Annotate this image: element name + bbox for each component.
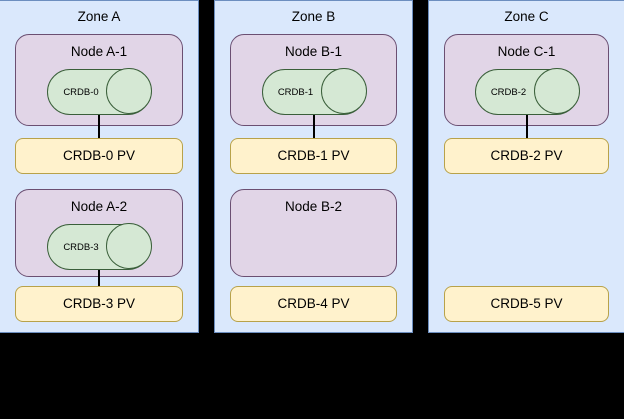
pv-label-crdb-4: CRDB-4 PV [277,296,350,311]
connector-line-crdb-2 [525,115,528,142]
node-label-c-1: Node C-1 [497,44,556,59]
node-box-b-2[interactable]: Node B-2 [230,189,397,277]
database-cylinder-crdb-2[interactable]: CRDB-2 [474,68,580,115]
database-cylinder-crdb-1[interactable]: CRDB-1 [261,68,367,115]
cylinder-cap-icon [106,68,152,114]
pv-box-crdb-2[interactable]: CRDB-2 PV [444,138,609,174]
pv-label-crdb-0: CRDB-0 PV [62,148,135,163]
database-cylinder-crdb-0[interactable]: CRDB-0 [47,68,152,115]
pod-label-crdb-1: CRDB-1 [277,86,314,98]
node-label-a-2: Node A-2 [70,199,128,214]
zone-title-a: Zone A [77,9,121,24]
node-label-a-1: Node A-1 [70,44,128,59]
pv-label-crdb-2: CRDB-2 PV [490,148,563,163]
pv-label-crdb-1: CRDB-1 PV [277,148,350,163]
pv-box-crdb-1[interactable]: CRDB-1 PV [230,138,397,174]
zone-title-c: Zone C [504,9,549,24]
node-box-c-1[interactable]: Node C-1 CRDB-2 [444,34,609,126]
database-cylinder-crdb-3[interactable]: CRDB-3 [47,223,152,270]
cylinder-cap-icon [106,223,152,269]
connector-line-crdb-3 [98,270,100,297]
node-box-a-2[interactable]: Node A-2 CRDB-3 [15,189,183,277]
connector-line-crdb-0 [98,115,100,142]
pv-box-crdb-3[interactable]: CRDB-3 PV [15,286,183,322]
zone-container-b: Zone B Node B-1 CRDB-1 CRDB-1 PV Node B-… [214,0,413,333]
pv-box-crdb-5[interactable]: CRDB-5 PV [444,286,609,322]
node-label-b-1: Node B-1 [284,44,343,59]
pod-label-crdb-0: CRDB-0 [63,86,99,98]
pod-label-crdb-2: CRDB-2 [490,86,527,98]
zone-container-c: Zone C Node C-1 CRDB-2 CRDB-2 PV CRDB-5 … [428,0,624,333]
pod-label-crdb-3: CRDB-3 [63,241,99,253]
zone-container-a: Zone A Node A-1 CRDB-0 CRDB-0 PV Node A-… [0,0,199,333]
zone-title-b: Zone B [291,9,336,24]
pv-box-crdb-0[interactable]: CRDB-0 PV [15,138,183,174]
node-box-b-1[interactable]: Node B-1 CRDB-1 [230,34,397,126]
pv-label-crdb-3: CRDB-3 PV [62,296,135,311]
cylinder-cap-icon [533,68,580,114]
node-label-b-2: Node B-2 [284,199,343,214]
pv-label-crdb-5: CRDB-5 PV [490,296,563,311]
pv-box-crdb-4[interactable]: CRDB-4 PV [230,286,397,322]
cylinder-cap-icon [320,68,367,114]
connector-line-crdb-1 [312,115,315,142]
node-box-a-1[interactable]: Node A-1 CRDB-0 [15,34,183,126]
